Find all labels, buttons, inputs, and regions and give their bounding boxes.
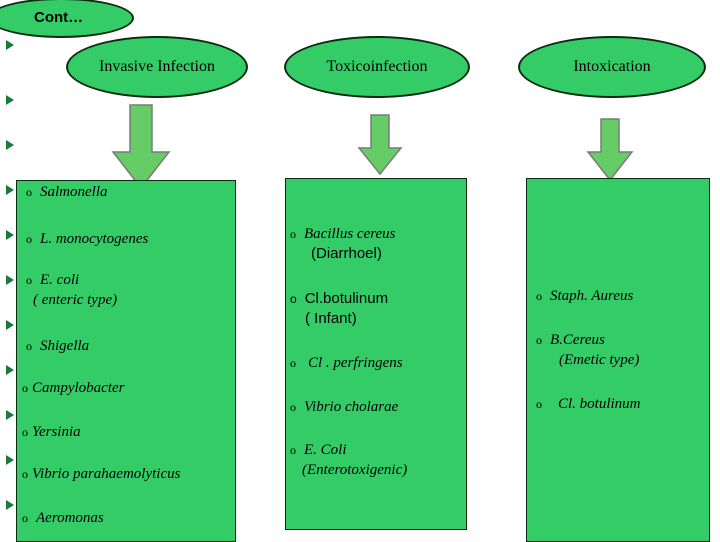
list-item: o Vibrio cholarae <box>290 397 398 417</box>
bullet-mark: o <box>536 333 542 347</box>
item-text: Bacillus cereus <box>304 226 396 242</box>
item-text: Vibrio cholarae <box>304 399 399 415</box>
triangle-bullet-icon <box>6 95 14 105</box>
item-text: Yersinia <box>32 424 81 440</box>
bullet-mark: o <box>290 292 297 306</box>
list-item: o E. coli ( enteric type) <box>26 270 117 310</box>
bullet-mark: o <box>22 467 28 481</box>
header-intoxication: Intoxication <box>518 36 706 98</box>
intoxication-column <box>526 178 710 542</box>
triangle-bullet-icon <box>6 455 14 465</box>
bullet-mark: o <box>22 425 28 439</box>
header-toxicoinfection: Toxicoinfection <box>284 36 470 98</box>
item-subtext: ( Infant) <box>305 310 357 327</box>
list-item: o Vibrio parahaemolyticus <box>22 464 180 484</box>
item-text: L. monocytogenes <box>40 231 149 247</box>
triangle-bullet-icon <box>6 275 14 285</box>
list-item: o Cl. botulinum <box>536 394 641 414</box>
item-text: Campylobacter <box>32 380 125 396</box>
header-intox-text: Intoxication <box>573 58 651 75</box>
list-item: o E. Coli (Enterotoxigenic) <box>290 440 407 480</box>
list-item: o Salmonella <box>26 182 108 202</box>
item-text: Cl.botulinum <box>304 290 389 307</box>
item-subtext: (Emetic type) <box>559 352 640 368</box>
header-toxico-text: Toxicoinfection <box>326 58 428 75</box>
item-text: Staph. Aureus <box>550 288 634 304</box>
list-item: o B.Cereus (Emetic type) <box>536 330 639 370</box>
bullet-mark: o <box>22 511 28 525</box>
triangle-bullet-icon <box>6 320 14 330</box>
item-text: Vibrio parahaemolyticus <box>32 466 181 482</box>
bullet-mark: o <box>290 443 296 457</box>
triangle-bullet-icon <box>6 410 14 420</box>
bullet-mark: o <box>26 339 32 353</box>
bullet-mark: o <box>26 232 32 246</box>
list-item: o Yersinia <box>22 422 81 442</box>
item-text: E. Coli <box>304 442 347 458</box>
item-text: Shigella <box>40 338 90 354</box>
bullet-mark: o <box>290 400 296 414</box>
triangle-bullet-icon <box>6 500 14 510</box>
triangle-bullet-icon <box>6 230 14 240</box>
triangle-bullet-icon <box>6 140 14 150</box>
toxicoinfection-column <box>285 178 467 530</box>
item-subtext: (Enterotoxigenic) <box>302 462 408 478</box>
item-text: Cl . perfringens <box>308 355 403 371</box>
header-invasive-infection: Invasive Infection <box>66 36 248 98</box>
bullet-mark: o <box>536 397 542 411</box>
triangle-bullet-icon <box>6 365 14 375</box>
invasive-column <box>16 180 236 542</box>
bullet-mark: o <box>290 356 296 370</box>
header-invasive-text: Invasive Infection <box>99 58 215 75</box>
bullet-mark: o <box>26 273 32 287</box>
down-arrow-icon <box>357 114 403 176</box>
bullet-mark: o <box>290 227 296 241</box>
cont-label: Cont… <box>0 0 134 38</box>
list-item: o L. monocytogenes <box>26 229 148 249</box>
list-item: o Cl.botulinum ( Infant) <box>290 289 388 329</box>
down-arrow-icon <box>586 118 634 182</box>
item-text: B.Cereus <box>550 332 605 348</box>
down-arrow-icon <box>111 104 171 190</box>
item-text: Aeromonas <box>36 510 104 526</box>
list-item: o Shigella <box>26 336 89 356</box>
list-item: o Aeromonas <box>22 508 104 528</box>
item-text: E. coli <box>40 272 80 288</box>
list-item: o Campylobacter <box>22 378 124 398</box>
item-subtext: (Diarrhoel) <box>311 245 382 262</box>
bullet-mark: o <box>26 185 32 199</box>
list-item: o Staph. Aureus <box>536 286 633 306</box>
triangle-bullet-icon <box>6 185 14 195</box>
side-bullet-column <box>2 0 18 540</box>
bullet-mark: o <box>22 381 28 395</box>
list-item: o Cl . perfringens <box>290 353 403 373</box>
triangle-bullet-icon <box>6 40 14 50</box>
item-text: Salmonella <box>40 184 108 200</box>
cont-text: Cont… <box>34 9 84 26</box>
item-subtext: ( enteric type) <box>33 292 118 308</box>
bullet-mark: o <box>536 289 542 303</box>
item-text: Cl. botulinum <box>558 396 641 412</box>
list-item: o Bacillus cereus (Diarrhoel) <box>290 224 396 264</box>
